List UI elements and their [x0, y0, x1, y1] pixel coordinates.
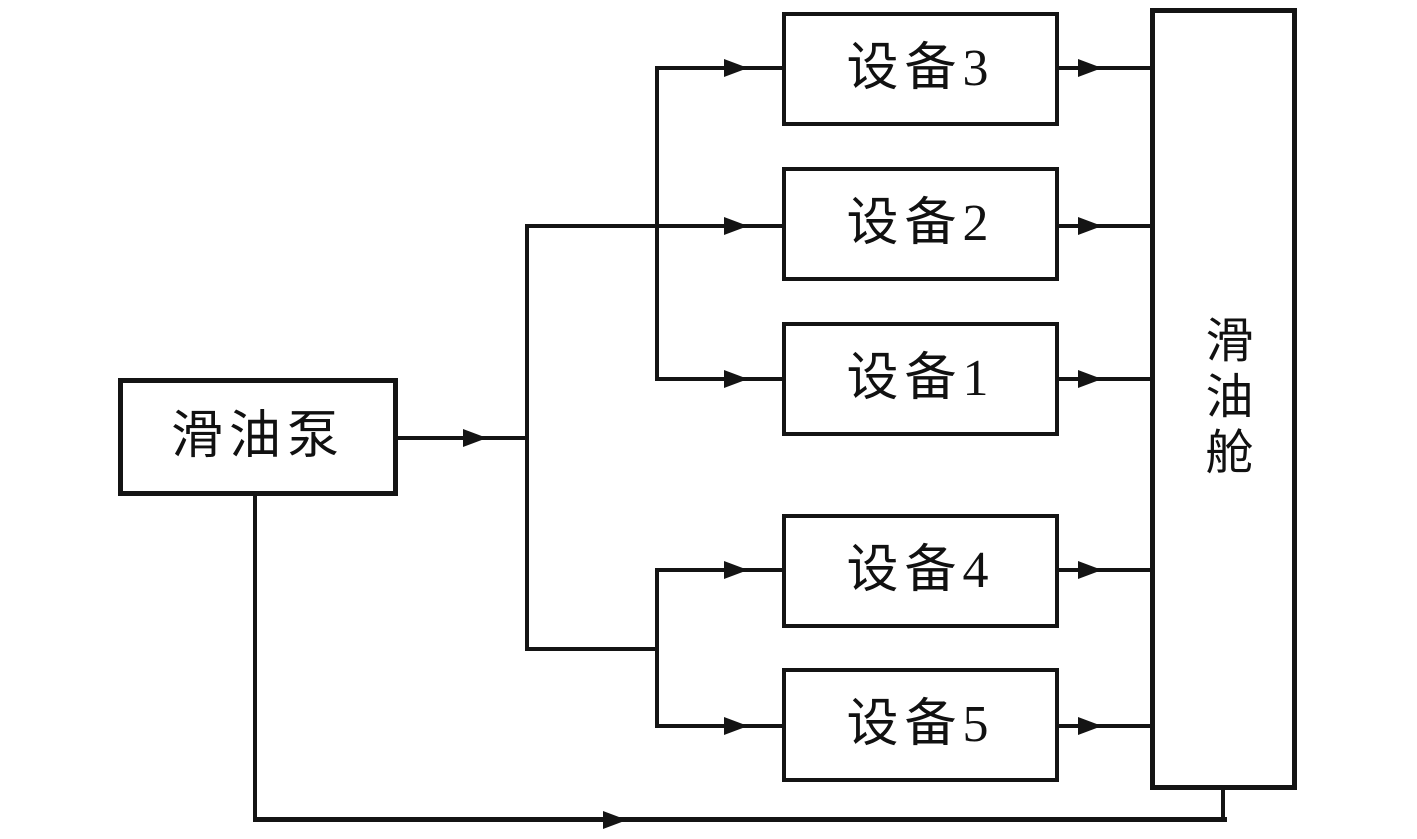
device-3-label: 设备3: [846, 40, 995, 97]
device-1-label: 设备1: [846, 350, 995, 407]
connector-device-2-to-tank: [1059, 224, 1150, 228]
flow-arrow-icon: [603, 811, 627, 829]
connector-to-device-2: [525, 224, 782, 228]
connector-to-device-1: [655, 377, 782, 381]
flow-arrow-icon: [463, 429, 487, 447]
flow-arrow-icon: [724, 59, 748, 77]
tank-box: 滑油舱: [1150, 8, 1297, 790]
device-box-4: 设备4: [782, 514, 1059, 628]
connector-to-device-4: [655, 568, 782, 572]
connector-device-5-to-tank: [1059, 724, 1150, 728]
connector-lower-feed: [525, 647, 659, 651]
flow-arrow-icon: [724, 717, 748, 735]
connector-bypass-to-tank: [1221, 790, 1225, 820]
device-box-3: 设备3: [782, 12, 1059, 126]
tank-label: 滑油舱: [1197, 315, 1251, 483]
flow-arrow-icon: [1078, 370, 1102, 388]
device-box-5: 设备5: [782, 668, 1059, 782]
flow-arrow-icon: [1078, 561, 1102, 579]
flow-arrow-icon: [1078, 59, 1102, 77]
connector-main-trunk: [525, 224, 529, 651]
device-5-label: 设备5: [846, 696, 995, 753]
connector-device-3-to-tank: [1059, 66, 1150, 70]
device-box-2: 设备2: [782, 167, 1059, 281]
flow-arrow-icon: [724, 370, 748, 388]
connector-device-1-to-tank: [1059, 377, 1150, 381]
connector-lower-branch-trunk: [655, 568, 659, 728]
connector-to-device-3: [655, 66, 782, 70]
pump-box: 滑油泵: [118, 378, 398, 496]
connector-pump-bypass-down: [253, 495, 257, 822]
device-box-1: 设备1: [782, 322, 1059, 436]
flow-arrow-icon: [724, 217, 748, 235]
flow-arrow-icon: [1078, 217, 1102, 235]
device-2-label: 设备2: [846, 195, 995, 252]
device-4-label: 设备4: [846, 542, 995, 599]
connector-to-device-5: [655, 724, 782, 728]
connector-pump-bypass-bottom: [253, 817, 1227, 822]
flow-arrow-icon: [724, 561, 748, 579]
pump-label: 滑油泵: [170, 408, 345, 465]
connector-upper-branch-trunk: [655, 66, 659, 381]
flow-arrow-icon: [1078, 717, 1102, 735]
connector-device-4-to-tank: [1059, 568, 1150, 572]
